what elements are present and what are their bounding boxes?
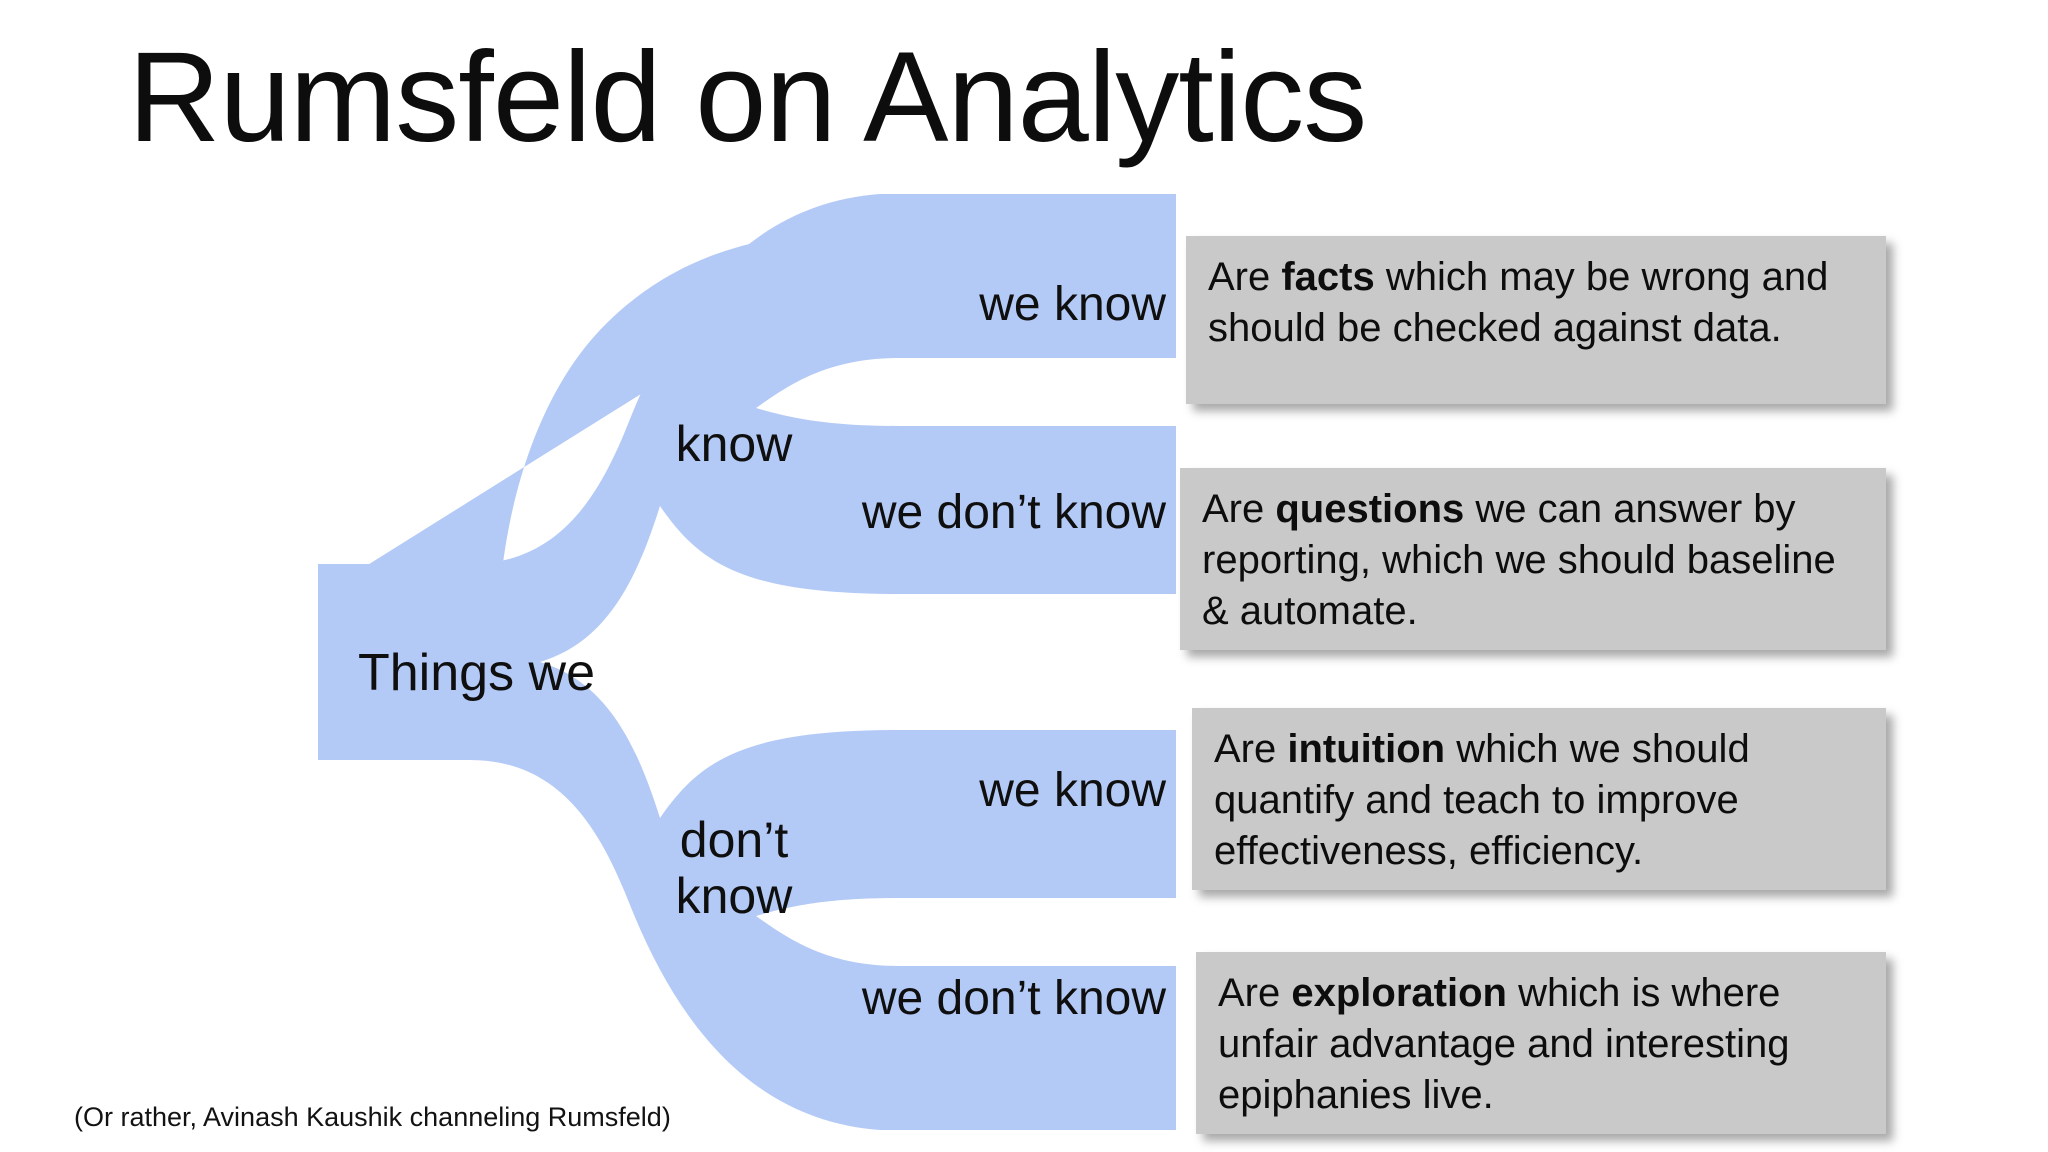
description-keyword: intuition	[1287, 727, 1446, 771]
description-suffix: which may be wrong and should be checked…	[1208, 255, 1829, 351]
description-suffix: which is where unfair advantage and inte…	[1218, 971, 1790, 1118]
description-prefix: Are	[1214, 727, 1288, 771]
page-title: Rumsfeld on Analytics	[128, 26, 1367, 169]
branch-label-dont-know: don’t know	[675, 812, 793, 924]
leaf-label-dont-know-we-know: we know	[979, 764, 1166, 817]
root-node-label: Things we	[358, 644, 595, 702]
description-keyword: facts	[1281, 255, 1375, 299]
source-footnote: (Or rather, Avinash Kaushik channeling R…	[74, 1102, 671, 1132]
description-prefix: Are	[1218, 971, 1292, 1015]
description-keyword: exploration	[1291, 971, 1507, 1015]
leaf-label-know-we-dont-know: we don’t know	[861, 486, 1166, 539]
leaf-label-dont-know-we-dont-know: we don’t know	[861, 972, 1166, 1025]
leaf-label-know-we-know: we know	[979, 278, 1166, 331]
branch-label-know: know	[675, 416, 793, 472]
description-suffix: we can answer by reporting, which we sho…	[1202, 487, 1836, 634]
description-keyword: questions	[1275, 487, 1465, 531]
description-prefix: Are	[1208, 255, 1282, 299]
description-box-questions: Are questions we can answer by reporting…	[1180, 468, 1886, 650]
tree-body	[318, 194, 1176, 1130]
description-box-intuition: Are intuition which we should quantify a…	[1192, 708, 1886, 890]
description-suffix: which we should quantify and teach to im…	[1214, 727, 1750, 874]
description-prefix: Are	[1202, 487, 1276, 531]
description-box-exploration: Are exploration which is where unfair ad…	[1196, 952, 1886, 1134]
description-box-facts: Are facts which may be wrong and should …	[1186, 236, 1886, 404]
